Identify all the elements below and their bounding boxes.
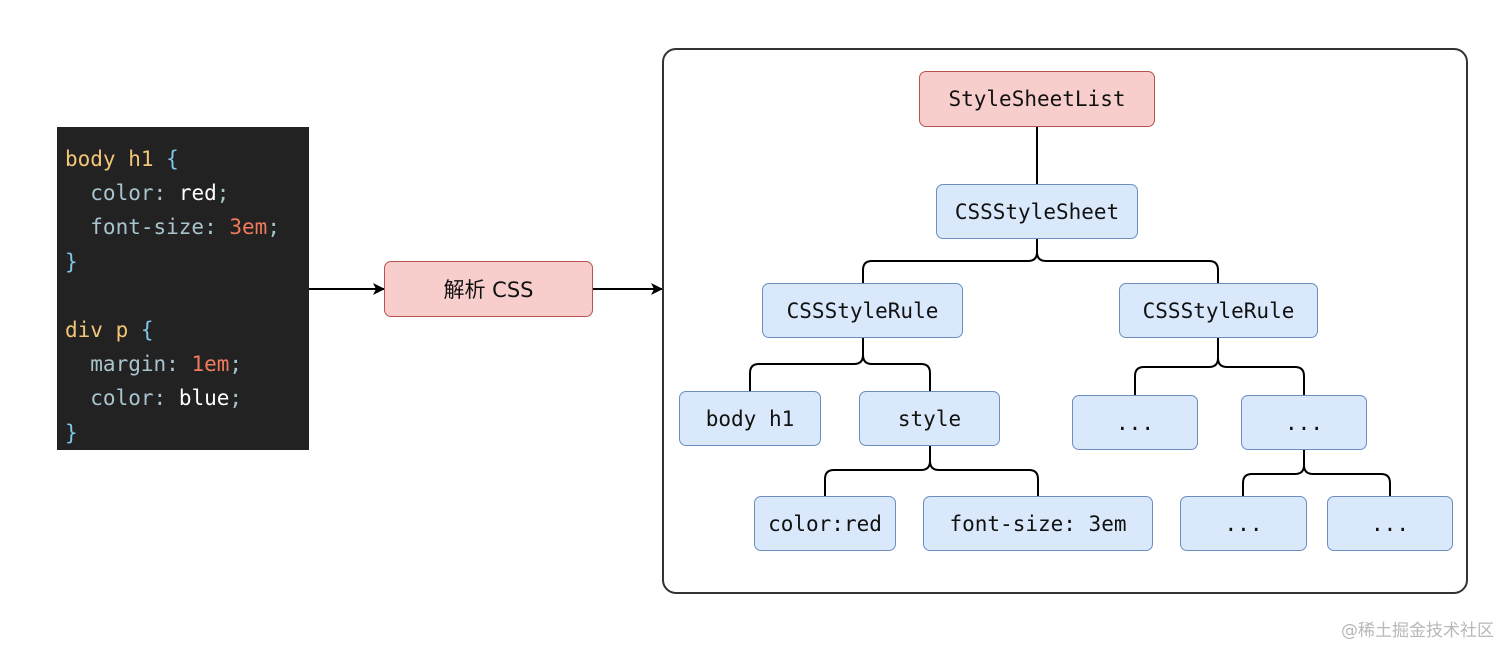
watermark-text: @稀土掘金技术社区 (1341, 621, 1494, 641)
edge-sheet-to-rule-right (1036, 239, 1219, 283)
code-token: ; (229, 352, 243, 377)
parse-css-node: 解析 CSS (384, 261, 593, 317)
code-token: ; (229, 386, 243, 411)
node-style: style (859, 391, 1000, 446)
code-token: : (153, 181, 179, 206)
edge-style-to-font-size (929, 446, 1039, 496)
code-token: red (178, 181, 217, 206)
node-cssstylesheet: CSSStyleSheet (936, 184, 1138, 239)
code-token: : (204, 215, 230, 240)
node-decl-font-size: font-size: 3em (923, 496, 1153, 551)
code-token: : (153, 386, 179, 411)
code-token: margin (65, 352, 167, 377)
code-token: ; (216, 181, 230, 206)
code-line: } (65, 245, 309, 279)
node-selector-body-h1: body h1 (679, 391, 821, 446)
code-token: } (65, 420, 78, 445)
code-token: blue (178, 386, 230, 411)
code-line: font-size: 3em; (65, 210, 309, 244)
css-code-block: body h1 { color: red; font-size: 3em;} d… (57, 127, 309, 450)
code-token: } (65, 249, 78, 274)
code-token: { (140, 317, 154, 342)
code-token: div p (65, 317, 129, 342)
node-ellipsis-c: ... (1180, 496, 1307, 551)
code-token: : (166, 352, 192, 377)
node-ellipsis-b: ... (1241, 395, 1367, 450)
node-ellipsis-a: ... (1072, 395, 1198, 450)
node-cssstylerule-right: CSSStyleRule (1119, 283, 1318, 338)
edge-ellipsis-b-to-ellipsis-d (1303, 450, 1391, 496)
cssom-tree-panel (662, 48, 1468, 594)
code-token: ; (267, 215, 280, 240)
node-ellipsis-d: ... (1327, 496, 1453, 551)
edge-rule-left-to-style (862, 338, 931, 391)
node-stylesheetlist: StyleSheetList (919, 71, 1155, 127)
node-decl-color: color:red (754, 496, 896, 551)
code-token: color (65, 181, 154, 206)
code-token: color (65, 386, 154, 411)
code-line: color: red; (65, 176, 309, 210)
code-line: margin: 1em; (65, 347, 309, 381)
code-line: body h1 { (65, 142, 309, 176)
code-line: color: blue; (65, 381, 309, 415)
code-token: { (166, 147, 179, 171)
code-token: body h1 (65, 147, 154, 171)
code-token: 1em (191, 352, 230, 377)
code-token: font-size (65, 215, 205, 240)
edge-rule-right-to-ellipsis-b (1217, 338, 1305, 395)
code-token: 3em (229, 215, 268, 240)
code-line: div p { (65, 313, 309, 347)
code-line: } (65, 416, 309, 450)
node-cssstylerule-left: CSSStyleRule (762, 283, 963, 338)
